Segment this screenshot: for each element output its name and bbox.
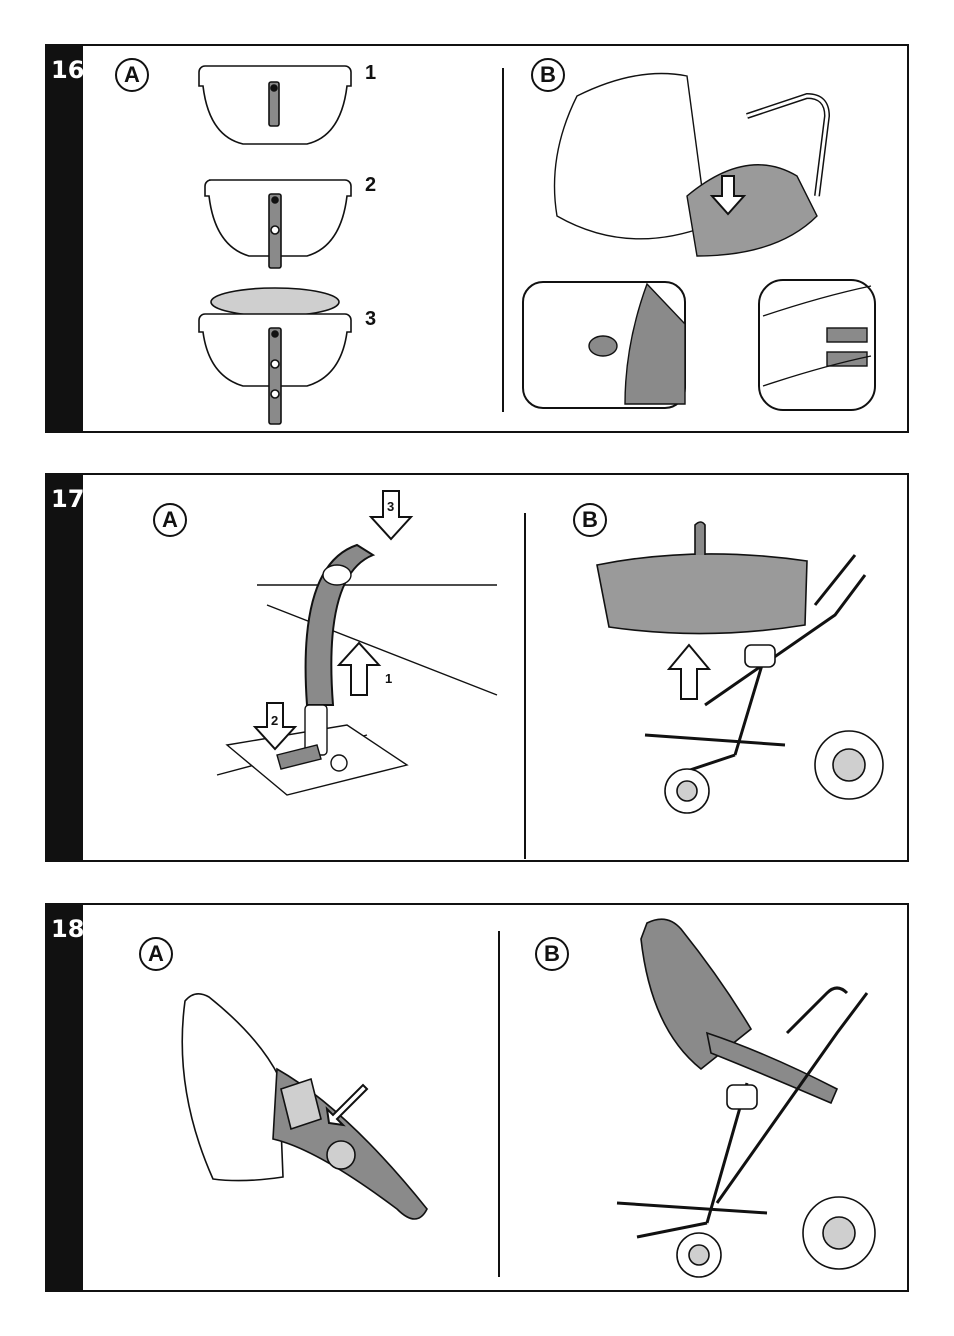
step-17-bar: 17 <box>47 475 83 860</box>
arrow-2-label: 2 <box>271 713 278 728</box>
step-18-label-a: A <box>139 937 173 971</box>
arrow-1 <box>339 643 379 695</box>
step-16-label-a: A <box>115 58 149 92</box>
step-16-bar: 16 <box>47 46 83 431</box>
step-18-illustration-b <box>607 913 867 1293</box>
step-17-number: 17 <box>51 485 84 513</box>
step-16-illustration-a <box>197 60 397 430</box>
arrow-1-label: 1 <box>385 671 392 686</box>
step-16-number: 16 <box>51 56 84 84</box>
step-16-illustration-b <box>517 56 887 416</box>
step-18-illustration-a <box>181 989 441 1239</box>
step-16-panel: 16 A B 1 2 3 <box>45 44 909 433</box>
step-18-panel: 18 A B <box>45 903 909 1292</box>
step-17-illustration-b <box>595 515 885 845</box>
step-18-divider <box>498 931 500 1277</box>
step-17-panel: 17 A B 3 2 1 <box>45 473 909 862</box>
step-18-number: 18 <box>51 915 84 943</box>
step-18-label-b: B <box>535 937 569 971</box>
step-18-bar: 18 <box>47 905 83 1290</box>
step-16-divider <box>502 68 504 412</box>
arrow-3-label: 3 <box>387 499 394 514</box>
step-17-divider <box>524 513 526 859</box>
step-17-illustration-a: 3 2 1 <box>157 485 517 855</box>
